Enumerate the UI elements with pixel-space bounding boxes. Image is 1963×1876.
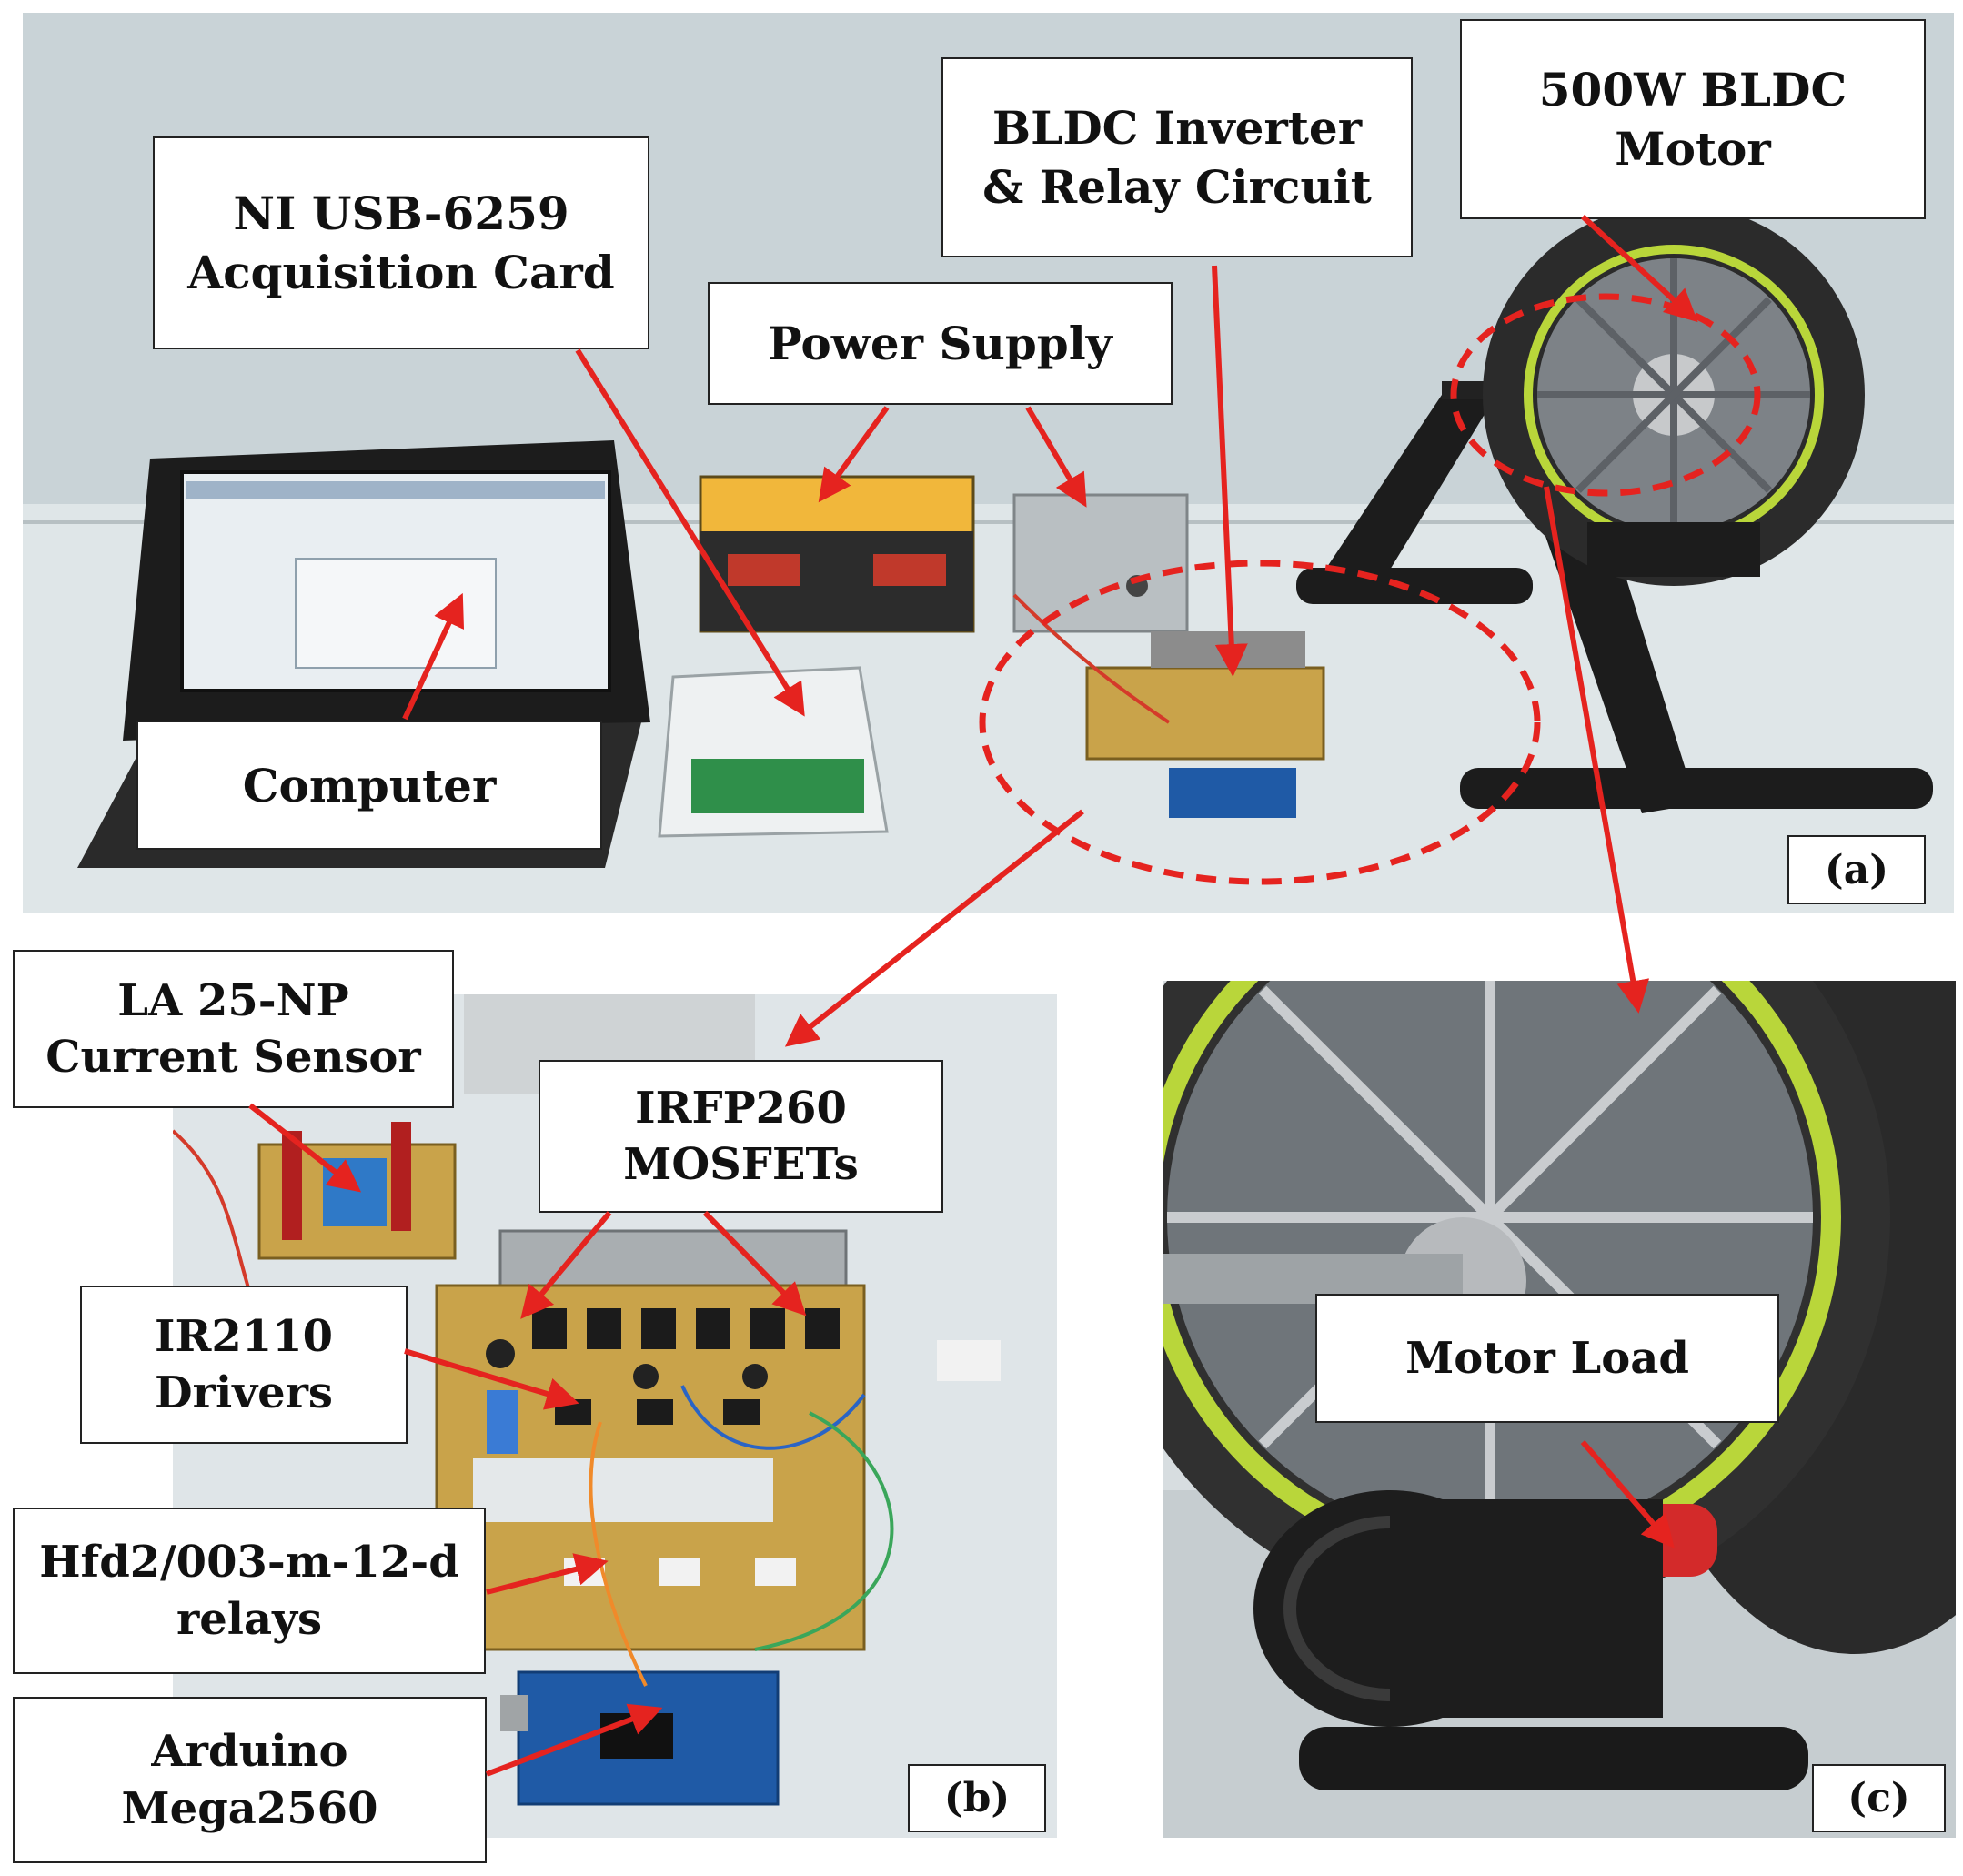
inverter-highlight-ellipse	[979, 560, 1541, 885]
label-motor-load: Motor Load	[1315, 1294, 1779, 1423]
panel-c-tag: (c)	[1812, 1764, 1946, 1832]
trainer-resistance-unit	[1253, 1490, 1808, 1790]
gray-supply-box	[1012, 493, 1189, 633]
current-sensor-board	[257, 1122, 457, 1260]
label-inverter: BLDC Inverter& Relay Circuit	[941, 57, 1413, 257]
bench-power-supply	[699, 475, 975, 633]
inverter-board	[1012, 593, 1325, 818]
label-power-supply: Power Supply	[708, 282, 1173, 405]
bldc-wheel	[1483, 204, 1865, 586]
label-computer: Computer	[136, 721, 602, 850]
daq-card	[658, 666, 889, 838]
panel-a-tag: (a)	[1787, 835, 1926, 904]
panel-b-tag: (b)	[908, 1764, 1046, 1832]
arduino-board	[500, 1670, 780, 1806]
inverter-main-board	[435, 1284, 866, 1651]
